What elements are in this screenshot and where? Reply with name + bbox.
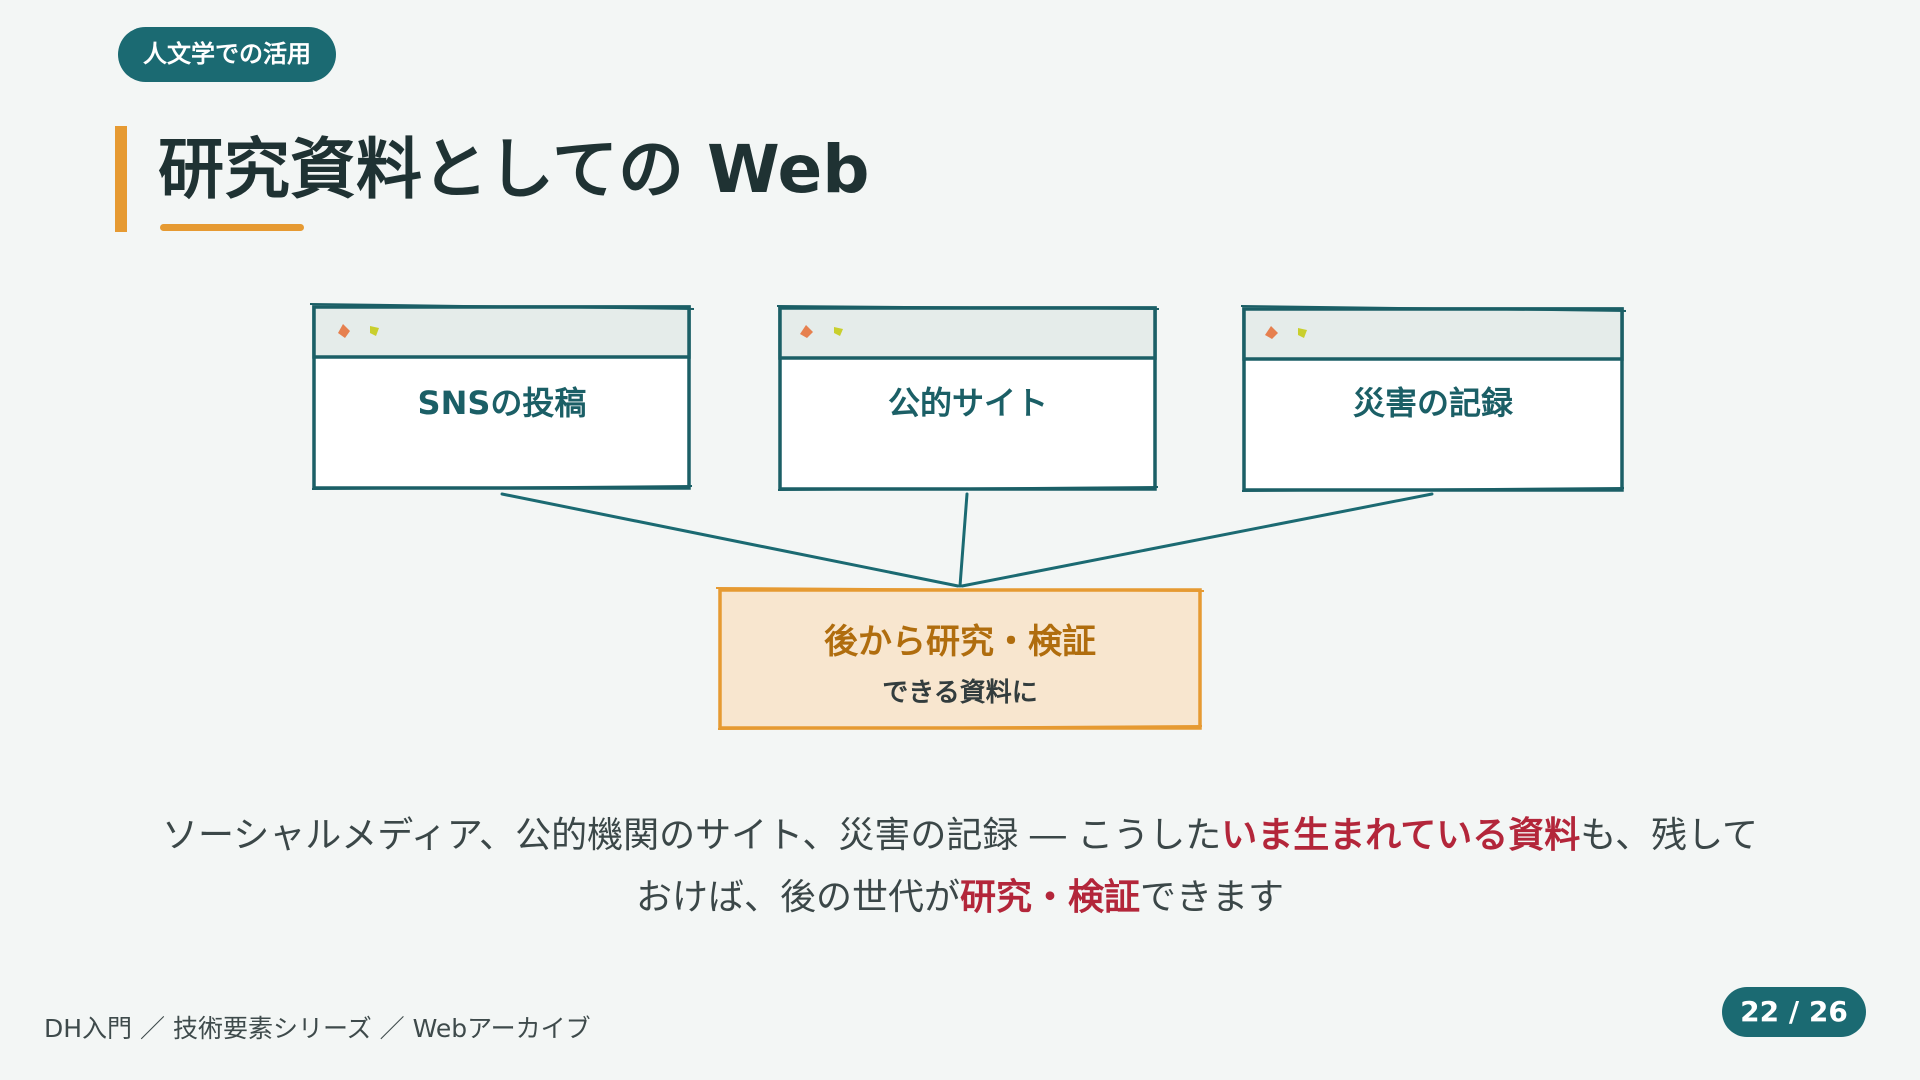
section-badge: 人文学での活用 — [118, 27, 336, 82]
window-dot-orange-icon — [800, 325, 813, 338]
browser-label-sns: SNSの投稿 — [417, 384, 587, 422]
browser-window-disaster — [1240, 305, 1627, 492]
body-line-1: ソーシャルメディア、公的機関のサイト、災害の記録 ― こうしたいま生まれている資… — [60, 805, 1860, 867]
browser-window-sns — [309, 303, 695, 490]
title-accent-bar — [115, 126, 127, 232]
result-box-shape — [715, 587, 1205, 730]
connector-line-disaster — [960, 492, 1434, 588]
window-dot-yellow-icon — [1298, 328, 1307, 338]
connector-line-public — [958, 492, 969, 588]
result-main-text: 後から研究・検証 — [824, 622, 1096, 662]
browser-label-disaster: 災害の記録 — [1352, 384, 1513, 422]
body-line-1-tail: も、残して — [1580, 815, 1759, 856]
page-number-badge: 22 / 26 — [1722, 987, 1866, 1037]
body-line-2-text: おけば、後の世代が — [635, 877, 960, 918]
body-line-2: おけば、後の世代が研究・検証できます — [60, 867, 1860, 929]
emphasis-current-materials: いま生まれている資料 — [1221, 815, 1581, 856]
body-text: ソーシャルメディア、公的機関のサイト、災害の記録 ― こうしたいま生まれている資… — [60, 805, 1860, 929]
emphasis-research-verification: 研究・検証 — [959, 877, 1140, 918]
window-dot-yellow-icon — [834, 327, 843, 336]
browser-label-public: 公的サイト — [887, 384, 1048, 422]
window-dot-orange-icon — [1265, 326, 1278, 339]
result-sub-text: できる資料に — [882, 678, 1038, 708]
connector-line-sns — [500, 492, 960, 588]
result-box: 後から研究・検証 できる資料に — [720, 590, 1200, 728]
title-underline — [160, 224, 304, 231]
window-dot-orange-icon — [338, 324, 350, 338]
connector-lines — [500, 492, 1434, 588]
breadcrumb: DH入門 ／ 技術要素シリーズ ／ Webアーカイブ — [44, 1014, 591, 1043]
body-line-1-text: ソーシャルメディア、公的機関のサイト、災害の記録 ― こうした — [161, 815, 1222, 856]
page-title: 研究資料としての Web — [158, 131, 870, 208]
window-dot-yellow-icon — [370, 326, 379, 336]
body-line-2-tail: できます — [1140, 877, 1285, 918]
browser-window-public — [776, 305, 1160, 491]
